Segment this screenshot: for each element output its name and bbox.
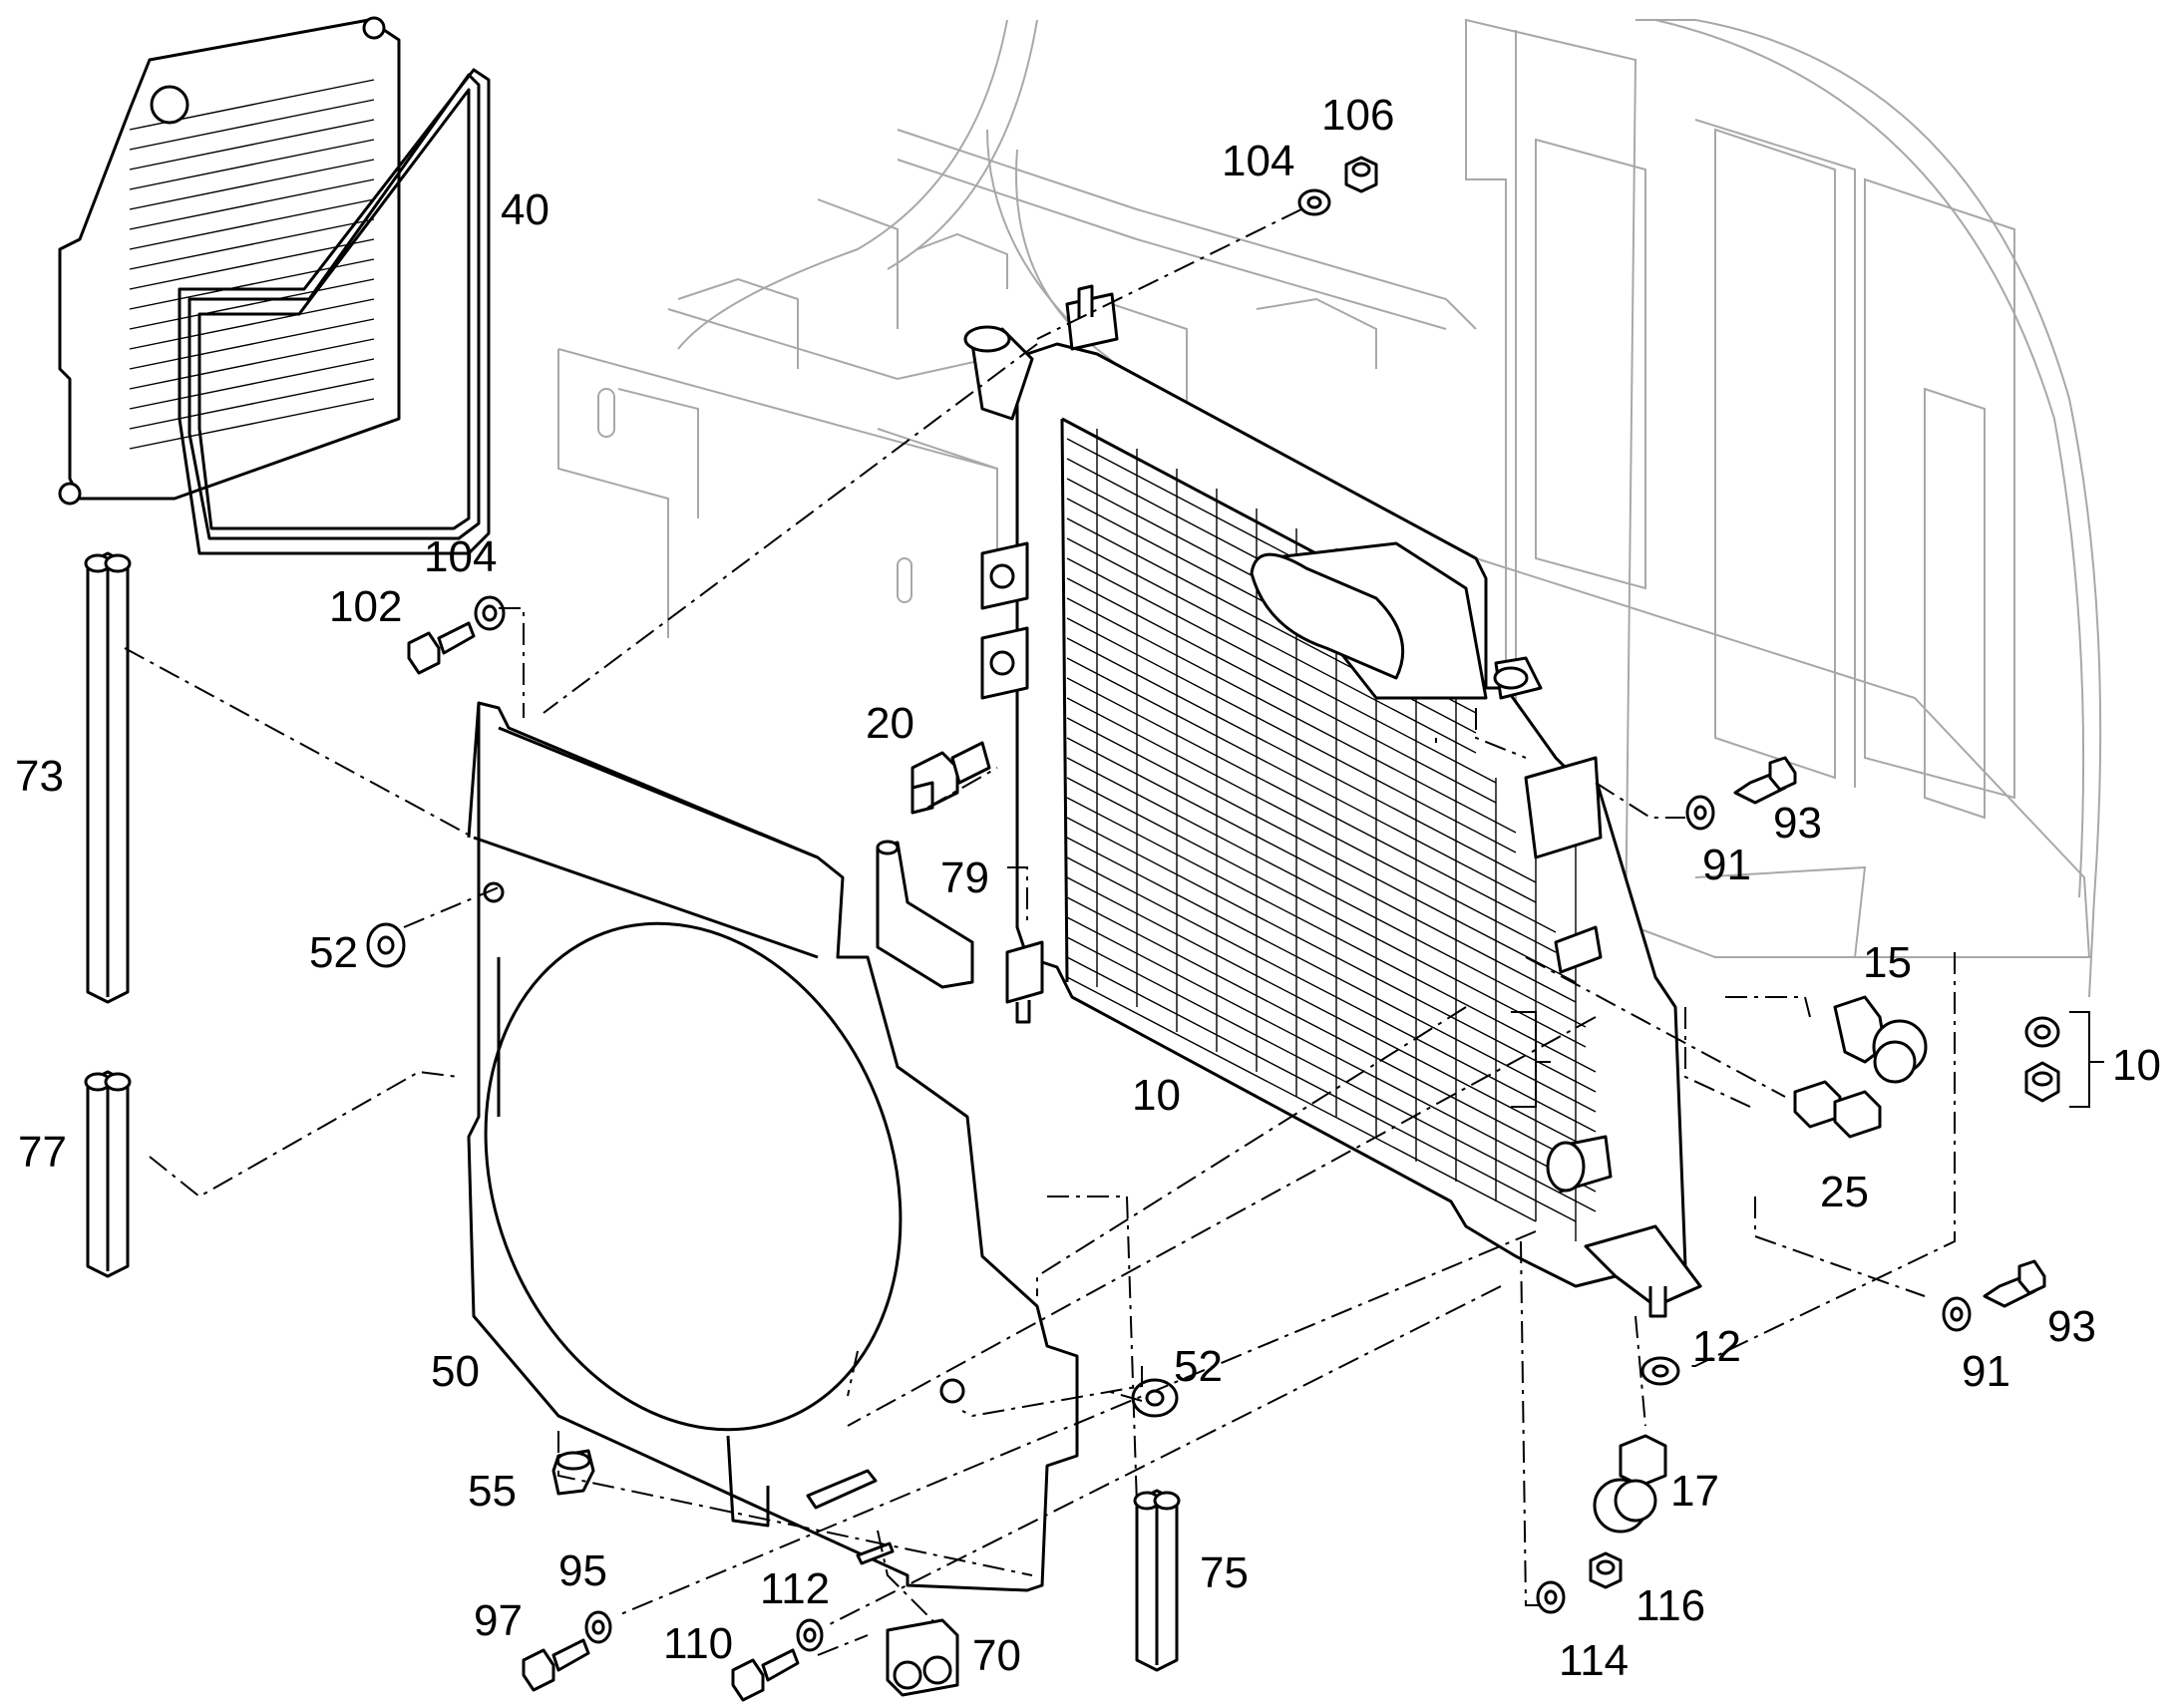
callout-91: 91 [1702, 841, 1751, 889]
callout-52: 52 [309, 928, 358, 977]
bolt-110 [731, 1648, 800, 1702]
washer-52-left [366, 922, 406, 968]
shroud-gasket-40 [178, 68, 491, 555]
callout-20: 20 [866, 699, 914, 748]
callout-116: 116 [1635, 1581, 1705, 1630]
callout-25: 25 [1820, 1168, 1869, 1216]
callout-labels: 106 104 40 104 102 73 20 79 52 93 91 15 … [15, 91, 2161, 1685]
fitting-20 [910, 741, 991, 815]
bolt-93-right-lower [1983, 1259, 2046, 1308]
fitting-17 [1593, 1434, 1667, 1534]
leader-lines [124, 208, 1956, 1656]
callout-97: 97 [474, 1596, 523, 1645]
callout-73: 73 [15, 752, 64, 801]
callout-104: 104 [1222, 137, 1294, 185]
callout-10: 10 [1132, 1071, 1181, 1120]
callout-50: 50 [431, 1347, 480, 1396]
radiator-inset-view [58, 16, 401, 506]
callout-17: 17 [1670, 1467, 1719, 1516]
grommet-55 [551, 1449, 595, 1496]
callout-75: 75 [1200, 1548, 1249, 1597]
nut-10-right [2024, 1061, 2060, 1103]
washer-114 [1536, 1580, 1566, 1614]
bolt-102 [407, 621, 476, 675]
nut-106 [1344, 156, 1378, 193]
washer-91-right-upper [1685, 795, 1715, 831]
washer-104-left [474, 595, 506, 631]
callout-40: 40 [501, 185, 549, 234]
rubber-seal-70 [886, 1618, 959, 1697]
callout-112: 112 [760, 1564, 830, 1613]
radiator-assembly-10 [963, 284, 1702, 1318]
washer-112 [796, 1618, 824, 1652]
callout-104: 104 [424, 532, 497, 581]
callout-10: 10 [2112, 1041, 2161, 1090]
rubber-seal-73 [84, 551, 132, 1004]
bracket-79 [876, 840, 974, 989]
fitting-25 [1793, 1080, 1882, 1139]
callout-79: 79 [940, 854, 989, 902]
callout-110: 110 [663, 1619, 733, 1668]
washer-104-top [1297, 188, 1331, 216]
callout-93: 93 [2047, 1302, 2096, 1351]
callout-114: 114 [1559, 1636, 1629, 1685]
fan-shroud-50 [467, 701, 1079, 1592]
washer-10-right [2024, 1016, 2060, 1048]
callout-77: 77 [18, 1128, 67, 1177]
callout-106: 106 [1321, 91, 1394, 140]
callout-70: 70 [972, 1631, 1021, 1680]
callout-12: 12 [1692, 1322, 1741, 1371]
fitting-15 [1833, 995, 1928, 1084]
machine-frame-background [557, 18, 2102, 998]
callout-93: 93 [1773, 799, 1822, 848]
washer-12 [1640, 1356, 1680, 1386]
bolt-97 [522, 1638, 590, 1692]
bolt-93-right-upper [1733, 756, 1797, 805]
callout-95: 95 [558, 1546, 607, 1595]
nut-116 [1589, 1551, 1623, 1589]
bracket-lines [1511, 1011, 2104, 1108]
callout-52: 52 [1174, 1342, 1223, 1391]
callout-91: 91 [1962, 1347, 2010, 1396]
callout-102: 102 [329, 582, 402, 631]
washer-91-right-lower [1942, 1296, 1972, 1332]
washer-95 [584, 1610, 612, 1644]
callout-15: 15 [1863, 938, 1912, 987]
callout-55: 55 [468, 1467, 517, 1516]
rubber-seal-75 [1133, 1489, 1181, 1672]
rubber-seal-77 [84, 1070, 132, 1278]
